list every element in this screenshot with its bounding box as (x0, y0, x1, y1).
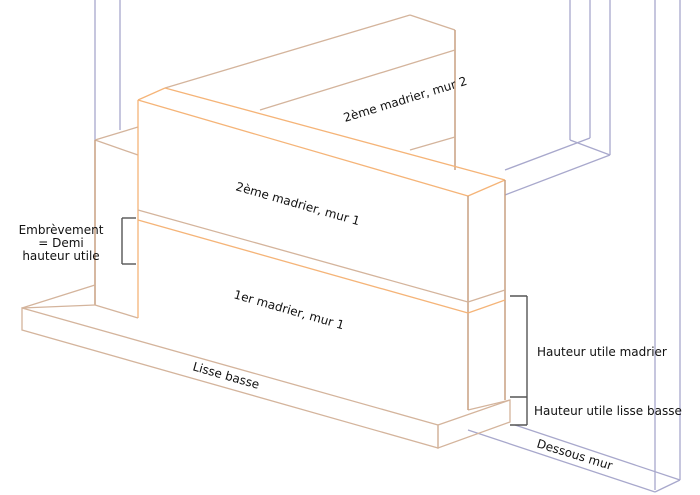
label-embrevement-3: hauteur utile (22, 249, 99, 263)
lisse-basse (21, 284, 511, 449)
wall-2-madrier (94, 14, 456, 305)
background-wall (94, 0, 681, 493)
label-hauteur-lisse: Hauteur utile lisse basse (534, 404, 682, 418)
label-embrevement-2: = Demi (38, 236, 84, 250)
label-lisse-basse: Lisse basse (191, 359, 261, 391)
label-madrier1-mur1: 1er madrier, mur 1 (232, 287, 346, 332)
dimension-embrevement (121, 217, 136, 265)
dimension-hauteur (510, 295, 528, 426)
wall-1-madriers (137, 87, 506, 410)
label-hauteur-madrier: Hauteur utile madrier (537, 345, 667, 359)
label-embrevement-1: Embrèvement (19, 223, 104, 237)
label-madrier2-mur2: 2ème madrier, mur 2 (342, 74, 469, 125)
label-madrier2-mur1: 2ème madrier, mur 1 (234, 179, 361, 228)
